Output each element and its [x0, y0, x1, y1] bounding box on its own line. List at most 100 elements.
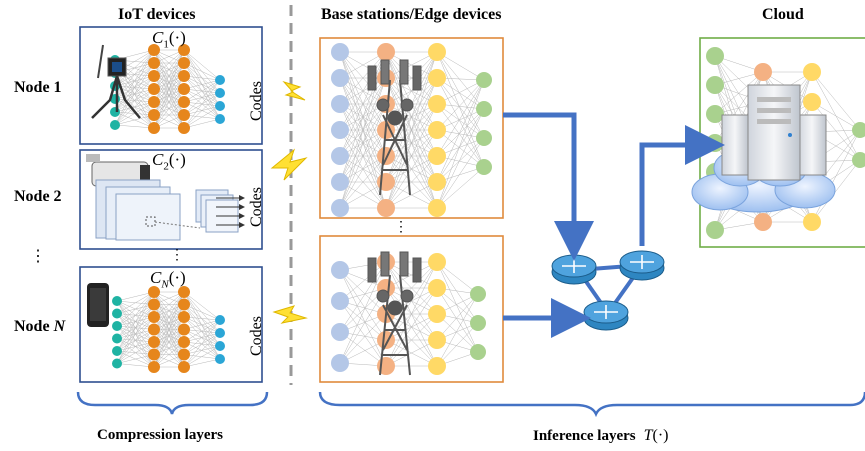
neuron: [178, 323, 190, 336]
neuron: [476, 159, 492, 175]
connection: [385, 181, 438, 209]
lightning-icon: [270, 80, 308, 324]
connection: [116, 341, 155, 364]
neuron: [148, 122, 160, 134]
connection: [114, 124, 155, 129]
cn-function-label: CN(·): [150, 268, 186, 291]
sensor-icon: [91, 44, 141, 119]
connection: [436, 103, 485, 168]
connection: [183, 62, 221, 81]
vertical-ellipsis: ⋮: [170, 248, 184, 263]
connection: [153, 101, 185, 129]
neuron: [178, 361, 190, 373]
neuron: [178, 311, 190, 323]
connection: [339, 155, 387, 209]
neuron: [331, 323, 349, 341]
edge-to-router-arrow: [503, 112, 594, 261]
connection: [436, 79, 485, 209]
connection: [116, 363, 155, 368]
connection: [183, 319, 221, 343]
connection: [339, 331, 387, 367]
connection: [153, 329, 185, 368]
connection: [339, 269, 387, 315]
neuron: [706, 47, 724, 65]
connection: [183, 118, 221, 129]
connection: [153, 291, 185, 343]
connection: [116, 354, 155, 364]
neuron: [331, 261, 349, 279]
neuron: [110, 120, 120, 130]
neuron: [476, 101, 492, 117]
connection: [339, 129, 387, 209]
neuron: [112, 358, 122, 369]
neuron: [331, 173, 349, 191]
neuron: [428, 199, 446, 217]
neuron: [331, 95, 349, 113]
neuron: [428, 173, 446, 191]
neuron: [112, 333, 122, 344]
neuron: [215, 88, 225, 98]
connection: [436, 51, 485, 81]
connection: [436, 51, 485, 139]
neuron: [852, 152, 865, 168]
cell-tower-icon: [367, 59, 422, 196]
connection: [436, 261, 479, 324]
connection: [339, 313, 387, 364]
neuron: [754, 213, 772, 231]
connection: [436, 293, 479, 341]
connection: [385, 261, 438, 367]
connection: [116, 291, 155, 364]
connection: [116, 316, 155, 364]
connection: [385, 103, 438, 209]
connection: [436, 137, 485, 183]
connection: [436, 108, 485, 157]
c1-function-label: C1(·): [152, 28, 186, 51]
neuron: [215, 341, 225, 351]
connection: [114, 49, 155, 87]
connection: [436, 77, 485, 168]
neuron: [331, 121, 349, 139]
connection: [339, 261, 387, 302]
connection: [339, 300, 387, 367]
neuron: [215, 114, 225, 124]
connection: [183, 319, 221, 330]
neuron: [377, 43, 395, 61]
connection: [339, 261, 387, 364]
connection: [811, 159, 861, 223]
connection: [116, 291, 155, 302]
connection: [116, 291, 155, 327]
connection: [114, 88, 155, 126]
neuron: [803, 63, 821, 81]
connection: [436, 77, 485, 139]
connection: [436, 108, 485, 183]
connection: [183, 79, 221, 116]
connection: [436, 129, 485, 168]
connection: [436, 79, 485, 157]
router-icon: [583, 300, 629, 331]
connection: [114, 75, 155, 126]
neuron: [112, 308, 122, 319]
connection: [153, 291, 185, 318]
neuron: [178, 44, 190, 56]
connection: [114, 62, 155, 126]
neuron: [476, 130, 492, 146]
neuron: [148, 323, 160, 336]
neuron: [178, 57, 190, 69]
server-icon: [721, 84, 827, 181]
connection: [339, 261, 387, 333]
connection: [385, 287, 438, 367]
smartphone-icon: [87, 283, 109, 327]
neuron: [178, 70, 190, 82]
neuron: [178, 96, 190, 108]
connection: [436, 77, 485, 110]
connection: [183, 79, 221, 129]
connection: [436, 137, 485, 209]
connection: [385, 51, 438, 105]
connection: [436, 313, 479, 353]
neuron: [178, 298, 190, 311]
connection: [339, 51, 387, 131]
connection: [116, 304, 155, 364]
header-iot-devices: IoT devices: [118, 6, 196, 23]
connection: [385, 77, 438, 209]
